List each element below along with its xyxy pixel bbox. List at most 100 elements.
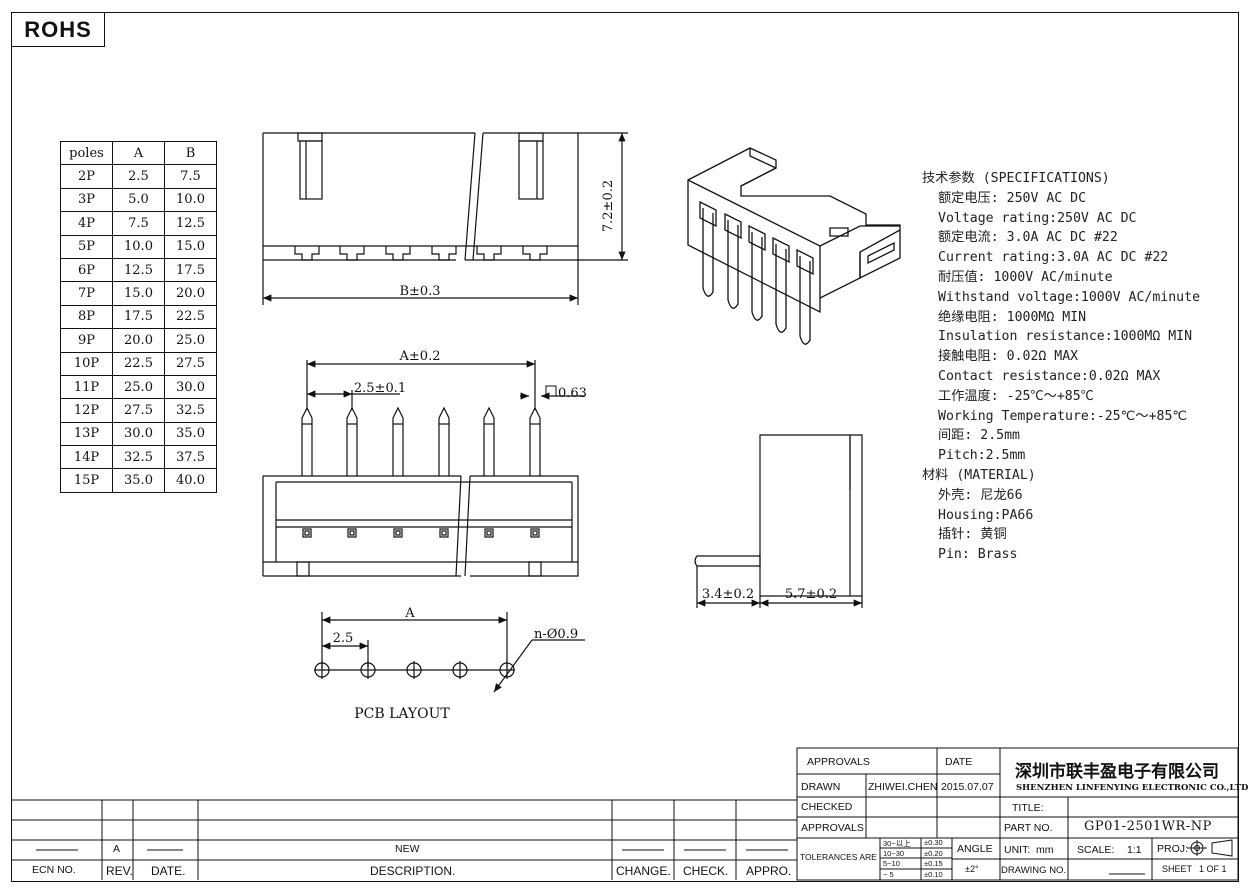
pin-square xyxy=(530,528,540,538)
iso-slot xyxy=(772,236,790,264)
hole-label: n-Ø0.9 xyxy=(534,627,578,642)
poles-table-cell: 15.0 xyxy=(164,234,217,259)
spec-line: 额定电压: 250V AC DC xyxy=(938,190,1087,206)
poles-table-cell: 12P xyxy=(60,398,113,423)
tolerance-value: ±0.10 xyxy=(924,869,943,879)
spec-line: Housing:PA66 xyxy=(938,507,1034,523)
poles-table-cell: 5P xyxy=(60,234,113,259)
front-pad xyxy=(522,246,548,261)
height-dim-label: 7.2±0.2 xyxy=(601,180,616,232)
pitch-dim-label: 2.5±0.1 xyxy=(354,381,406,396)
company-name-cn: 深圳市联丰盈电子有限公司 xyxy=(1015,762,1219,782)
poles-table-cell: 30.0 xyxy=(164,374,217,400)
pin-square-inner xyxy=(441,530,447,536)
change-header: CHANGE. xyxy=(616,864,671,878)
poles-table-cell: 4P xyxy=(60,211,113,236)
unit-label: UNIT: xyxy=(1004,844,1031,856)
tolerance-value: ±0.30 xyxy=(924,838,943,847)
ecn-header: ECN NO. xyxy=(32,864,76,876)
drawing-frame xyxy=(11,12,1239,882)
check-header: CHECK. xyxy=(683,864,729,878)
front-pad xyxy=(294,246,320,261)
poles-table-cell: 10.0 xyxy=(164,187,217,213)
title-label: TITLE: xyxy=(1012,802,1044,814)
appro-header: APPRO. xyxy=(746,864,792,878)
spec-line: Voltage rating:250V AC DC xyxy=(938,210,1137,226)
tolerance-value: ±0.15 xyxy=(924,859,943,868)
poles-table-cell: 20.0 xyxy=(164,281,217,306)
pin-square xyxy=(439,528,449,538)
poles-table-cell: 10P xyxy=(60,351,113,376)
iso-pin xyxy=(702,208,714,297)
poles-table-cell: 9P xyxy=(60,328,113,353)
poles-table-cell: 7P xyxy=(60,281,113,306)
drawn-label: DRAWN xyxy=(801,781,841,793)
a-dim-label: A±0.2 xyxy=(399,349,441,364)
poles-table-cell: 15.0 xyxy=(112,281,165,306)
sheet-label: SHEET xyxy=(1162,864,1193,874)
poles-table-cell: 32.5 xyxy=(112,445,165,470)
poles-table-cell: 25.0 xyxy=(112,374,165,400)
spec-line: 接触电阻: 0.02Ω MAX xyxy=(938,349,1079,365)
spec-line: Withstand voltage:1000V AC/minute xyxy=(938,289,1201,305)
pin-square-inner xyxy=(395,530,401,536)
unit-value: mm xyxy=(1036,844,1054,856)
poles-table-cell: 35.0 xyxy=(112,468,165,493)
spec-line: Pin: Brass xyxy=(938,547,1018,563)
pin xyxy=(438,406,450,476)
side-view xyxy=(694,434,863,608)
poles-table-cell: 12.5 xyxy=(112,257,165,283)
pin-square xyxy=(347,528,357,538)
side-left-dim-label: 3.4±0.2 xyxy=(702,587,754,602)
approvals-label: APPROVALS xyxy=(801,822,864,834)
description-header: DESCRIPTION. xyxy=(370,864,456,878)
spec-line: 间距: 2.5mm xyxy=(938,428,1020,444)
spec-line: Insulation resistance:1000MΩ MIN xyxy=(938,329,1193,345)
poles-table-cell: 14P xyxy=(60,445,113,470)
spec-line: 插针: 黄铜 xyxy=(938,527,1007,543)
iso-slot xyxy=(699,200,717,228)
tolerances-label: TOLERANCES ARE xyxy=(800,852,877,862)
front-view xyxy=(262,132,579,261)
pin-square-inner xyxy=(532,530,538,536)
spec-line: 技术参数 (SPECIFICATIONS) xyxy=(922,171,1110,186)
part-no-label: PART NO. xyxy=(1004,822,1053,834)
spec-line: 材料 (MATERIAL) xyxy=(922,467,1036,483)
iso-slot xyxy=(748,224,766,252)
poles-table-cell: 17.5 xyxy=(164,257,217,283)
poles-table-cell: 27.5 xyxy=(164,351,217,376)
poles-table-cell: 10.0 xyxy=(112,234,165,259)
b-dim-label: B±0.3 xyxy=(399,284,440,299)
scale-label: SCALE: xyxy=(1077,844,1115,856)
pcb-pitch-label: 2.5 xyxy=(333,631,354,646)
iso-pin xyxy=(727,220,739,309)
iso-pin xyxy=(751,232,763,321)
front-pad xyxy=(476,246,502,261)
pin-square xyxy=(302,528,312,538)
poles-table-cell: 5.0 xyxy=(112,187,165,213)
front-pad xyxy=(385,246,411,261)
specifications: 技术参数 (SPECIFICATIONS) 额定电压: 250V AC DC Vol… xyxy=(922,169,1200,565)
sheet-value: 1 OF 1 xyxy=(1199,864,1227,874)
rev-header: REV. xyxy=(106,864,133,878)
part-number: GP01-2501WR-NP xyxy=(1084,819,1212,834)
approvals-header: APPROVALS xyxy=(807,756,870,768)
pcb-layout-label: PCB LAYOUT xyxy=(354,706,450,722)
pin-square-inner xyxy=(349,530,355,536)
spec-line: Working Temperature:-25℃～+85℃ xyxy=(938,408,1188,424)
poles-table-cell: 27.5 xyxy=(112,398,165,423)
poles-table-cell: 15P xyxy=(60,468,113,493)
iso-slot xyxy=(796,248,814,276)
